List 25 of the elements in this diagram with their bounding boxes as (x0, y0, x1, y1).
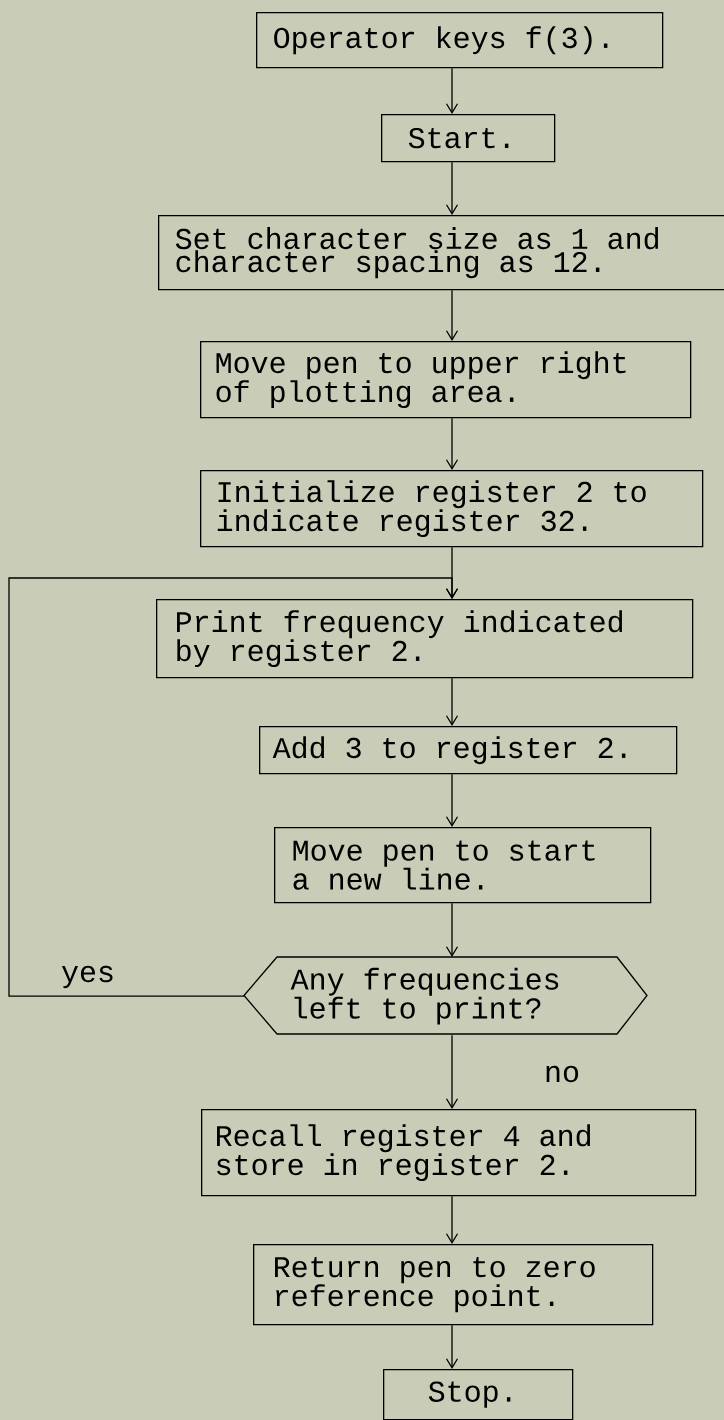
arrow (8, 577, 459, 997)
process-box: Move pen to start a new line. (274, 827, 652, 904)
process-box: Print frequency indicated by register 2. (156, 599, 694, 679)
process-box: Stop. (383, 1369, 574, 1420)
process-box: Add 3 to register 2. (259, 726, 678, 775)
process-box: Operator keys f(3). (256, 12, 664, 69)
process-box: Start. (381, 114, 556, 163)
process-box: Return pen to zero reference point. (253, 1244, 654, 1326)
process-box: Recall register 4 and store in register 2. (201, 1109, 697, 1197)
process-box: Set character size as 1 and character spacing as 12. (158, 215, 724, 291)
arrow (445, 417, 459, 470)
arrow (445, 289, 459, 341)
process-box: Move pen to upper right of plotting area. (200, 341, 692, 419)
arrow (445, 677, 459, 726)
process-box: Initialize register 2 to indicate register 32. (200, 470, 704, 548)
arrow (445, 1195, 459, 1244)
arrow (445, 1324, 459, 1369)
arrow (445, 773, 459, 827)
arrow (445, 902, 459, 957)
arrow (445, 1034, 459, 1109)
arrow (445, 67, 459, 114)
arrow (445, 161, 459, 215)
edge-label: yes (59, 963, 117, 991)
decision-hexagon: Any frequencies left to print? (243, 956, 648, 1035)
edge-label: no (542, 1063, 582, 1085)
